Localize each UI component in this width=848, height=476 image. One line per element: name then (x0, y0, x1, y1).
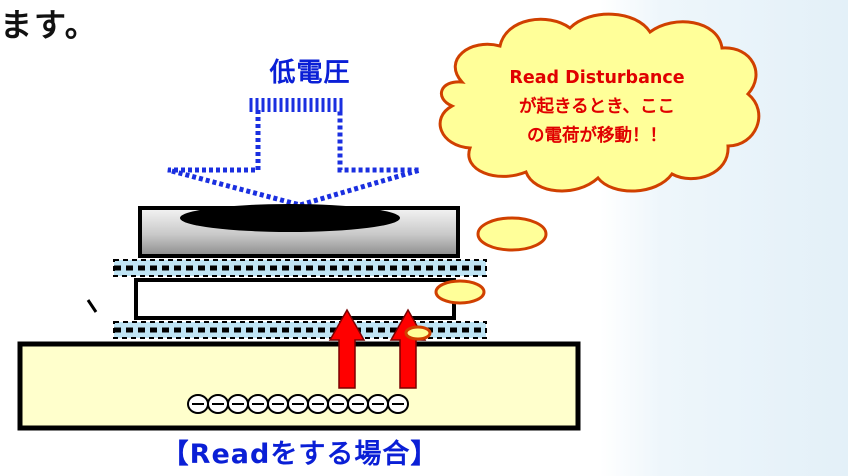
diagram-caption: 【Readをする場合】 (161, 439, 439, 470)
red-arrow (328, 308, 366, 389)
substrate (17, 341, 581, 431)
side-mark (86, 299, 98, 313)
floating-gate (134, 278, 456, 320)
callout-line-3: の電荷が移動！！ (527, 126, 667, 146)
heading-fragment: ます。 (0, 6, 99, 44)
callout-line-2: が起きるとき、ここ (519, 97, 675, 117)
voltage-hatch (249, 98, 343, 112)
voltage-arrow (167, 110, 421, 208)
electron-row (187, 394, 409, 414)
gate-charge (180, 204, 400, 232)
callout-cloud (438, 12, 761, 193)
callout-line-1: Read Disturbance (509, 68, 685, 88)
voltage-label: 低電圧 (269, 58, 351, 88)
callout-text: Read Disturbance が起きるとき、ここ の電荷が移動！！ (480, 64, 714, 151)
lower-insulator (113, 321, 487, 339)
thought-bubbles (404, 216, 548, 341)
upper-insulator (113, 259, 487, 277)
